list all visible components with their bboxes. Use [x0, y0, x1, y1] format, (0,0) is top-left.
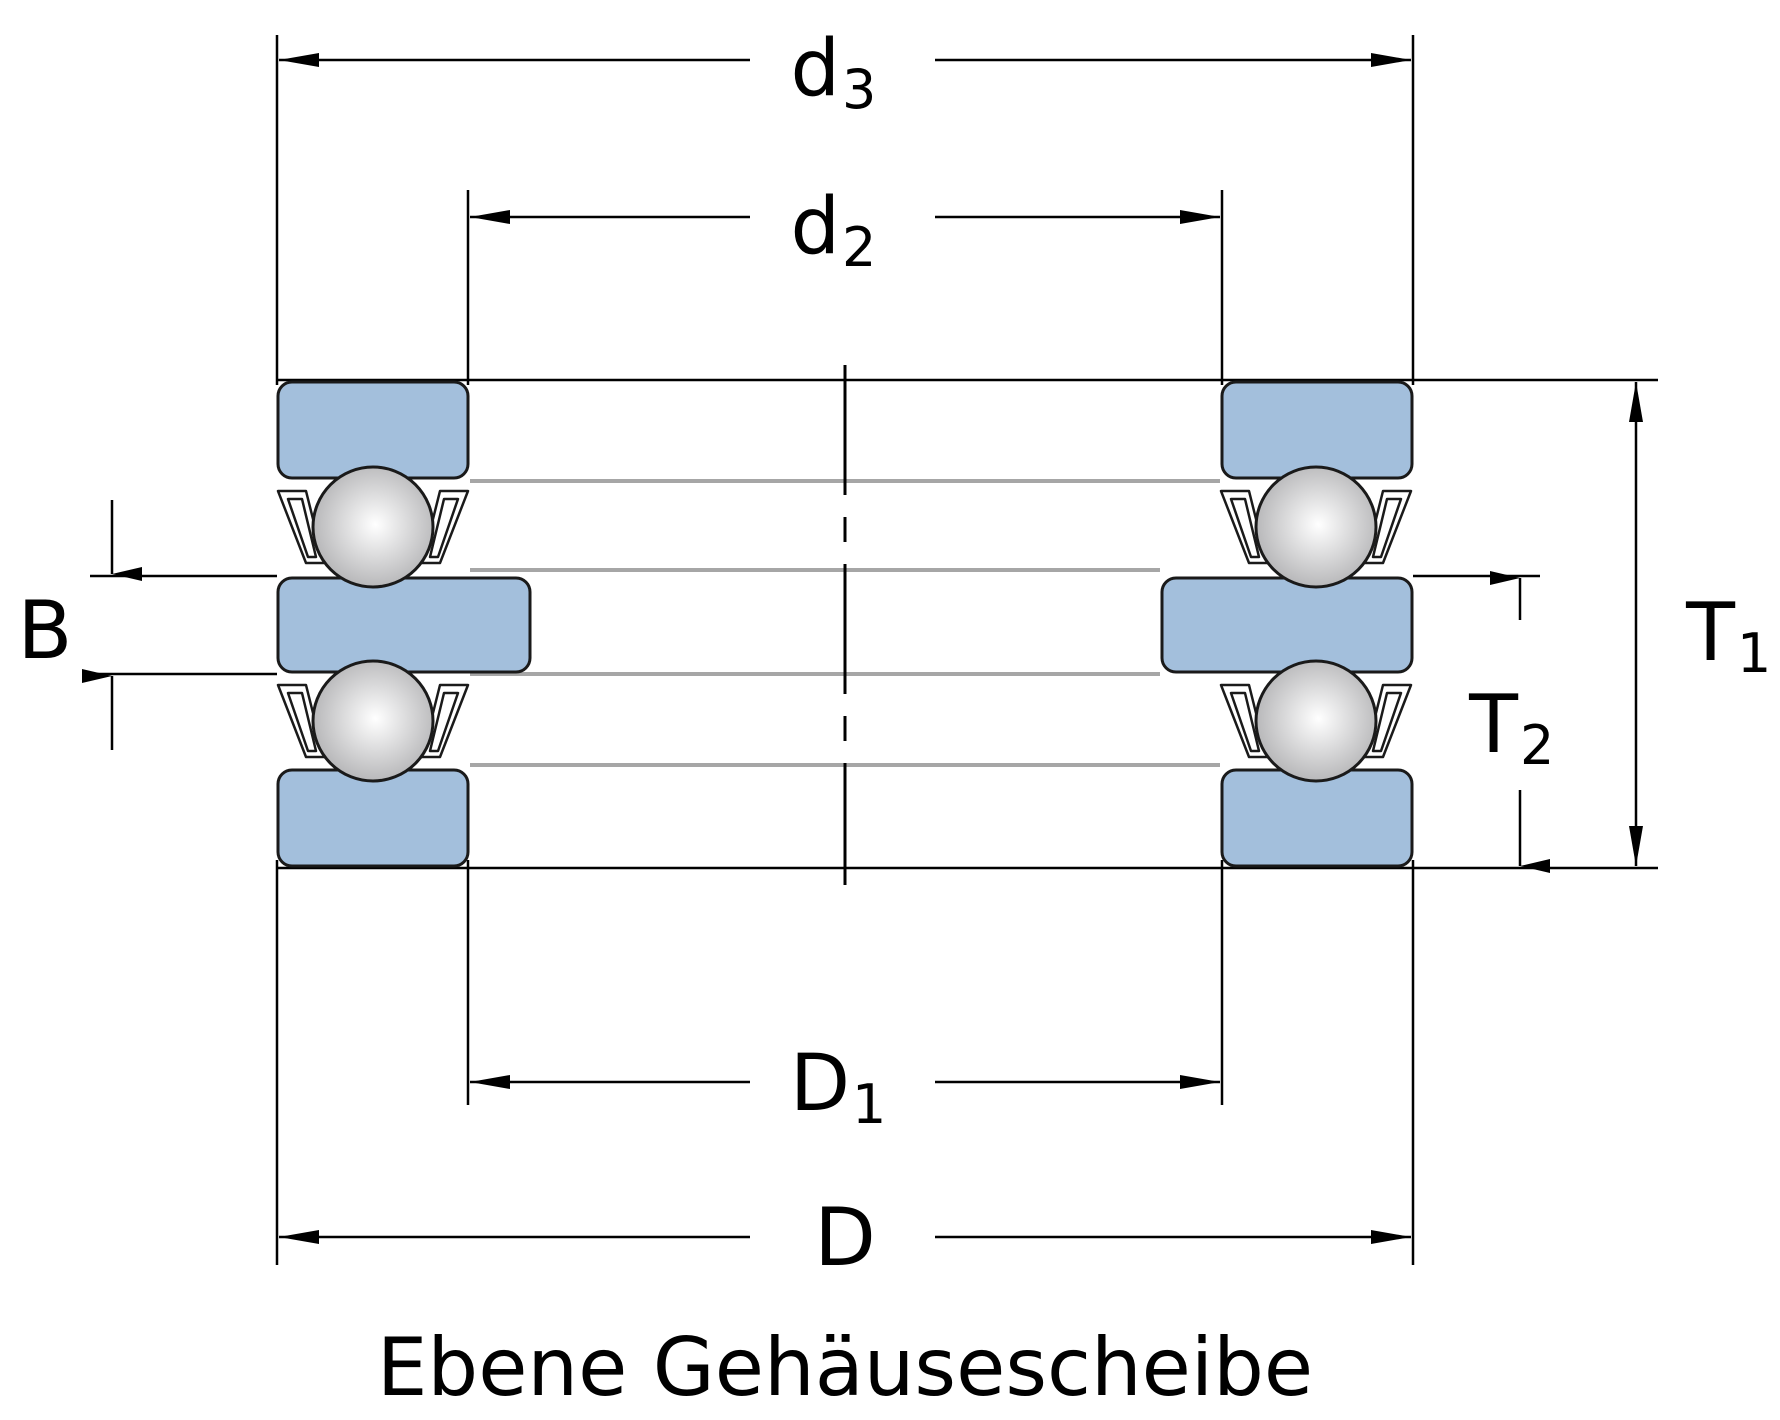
housing-washer-left-bottom	[276, 768, 470, 868]
label-d2-sub: 2	[842, 216, 876, 279]
label-D: D	[814, 1191, 876, 1284]
shaft-washer-left-top	[276, 380, 470, 480]
ball	[311, 659, 435, 783]
label-d3-sub: 3	[842, 58, 876, 121]
ball-with-cage	[1219, 659, 1413, 783]
ball	[1254, 659, 1378, 783]
label-D1: D	[790, 1039, 850, 1129]
ball	[1254, 465, 1378, 589]
shaft-washer-right-top	[1220, 380, 1414, 480]
caption: Ebene Gehäusescheibe	[377, 1321, 1313, 1414]
label-d3: d	[790, 24, 840, 114]
label-T2: T	[1468, 678, 1519, 771]
label-T2-sub: 2	[1520, 714, 1554, 777]
label-D1-sub: 1	[852, 1073, 886, 1136]
ball-sets	[276, 465, 1413, 783]
ball	[311, 465, 435, 589]
label-T1-sub: 1	[1737, 622, 1771, 685]
label-B: B	[18, 584, 73, 677]
label-T1: T	[1685, 586, 1736, 679]
ball-with-cage	[1219, 465, 1413, 589]
labels: d 3 d 2 D 1 D B T 1 T 2 Ebene Gehäusesch…	[18, 24, 1772, 1414]
central-washer-right	[1160, 576, 1414, 674]
housing-washer-right-bottom	[1220, 768, 1414, 868]
ball-with-cage	[276, 465, 470, 589]
ball-with-cage	[276, 659, 470, 783]
label-d2: d	[790, 182, 840, 272]
central-washer-left	[276, 576, 532, 674]
dimension-lines	[82, 53, 1643, 1244]
